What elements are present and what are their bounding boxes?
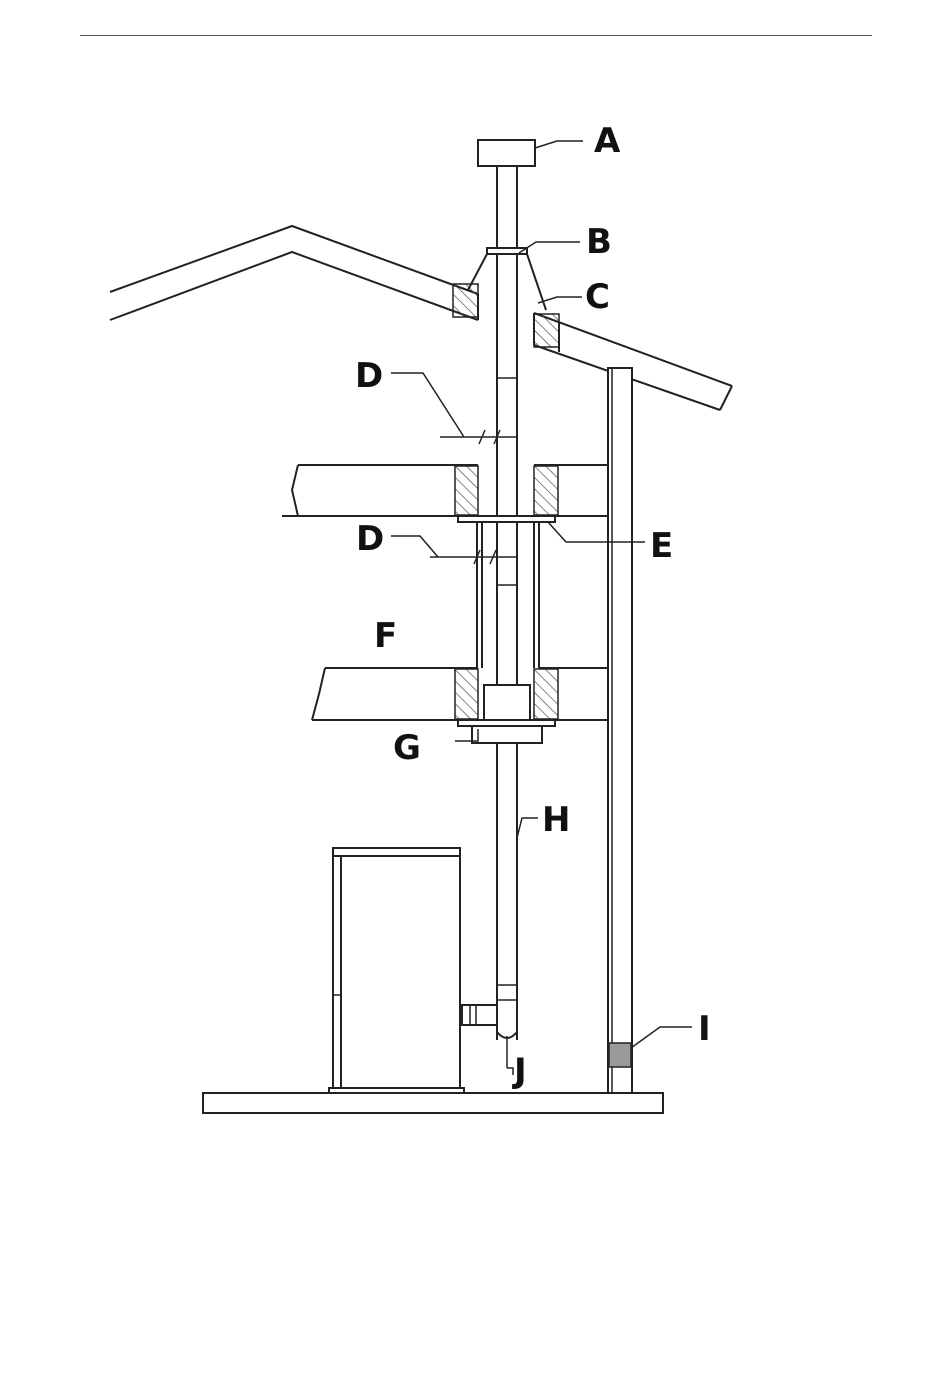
post-band xyxy=(609,1043,631,1067)
ceiling-adapter xyxy=(484,685,530,722)
stove-connector xyxy=(462,1005,497,1025)
roof-insulation-left xyxy=(453,284,478,317)
enclosure xyxy=(477,522,539,668)
label-f: F xyxy=(374,616,397,656)
floor-lower xyxy=(312,668,612,743)
label-h: H xyxy=(542,800,570,840)
trim-collar xyxy=(472,726,542,743)
roof-left xyxy=(110,226,478,320)
label-e: E xyxy=(650,526,673,566)
floor-base xyxy=(203,1093,663,1113)
label-c: C xyxy=(585,277,610,317)
label-i: I xyxy=(698,1009,711,1049)
floor-insulation-right xyxy=(534,466,558,515)
clearance-mark-lower xyxy=(430,550,516,564)
label-d-lower: D xyxy=(356,519,384,559)
label-b: B xyxy=(586,222,612,262)
label-g: G xyxy=(393,728,421,768)
label-a: A xyxy=(594,121,621,161)
stove xyxy=(329,848,464,1093)
stove-pipe xyxy=(497,743,517,1068)
support-plate xyxy=(458,516,555,522)
chimney-cap xyxy=(478,140,535,166)
label-d-upper: D xyxy=(355,356,383,396)
clearance-mark-upper xyxy=(440,430,516,444)
label-j: J xyxy=(512,1051,527,1091)
support-post xyxy=(608,368,632,1093)
floor-upper xyxy=(282,465,612,522)
floor-insulation-left xyxy=(455,466,478,515)
roof-insulation-right xyxy=(534,314,559,347)
ceiling-insulation-right xyxy=(534,669,558,719)
chimney-pipe xyxy=(497,166,517,685)
storm-collar xyxy=(468,248,546,310)
ceiling-insulation-left xyxy=(455,669,478,719)
